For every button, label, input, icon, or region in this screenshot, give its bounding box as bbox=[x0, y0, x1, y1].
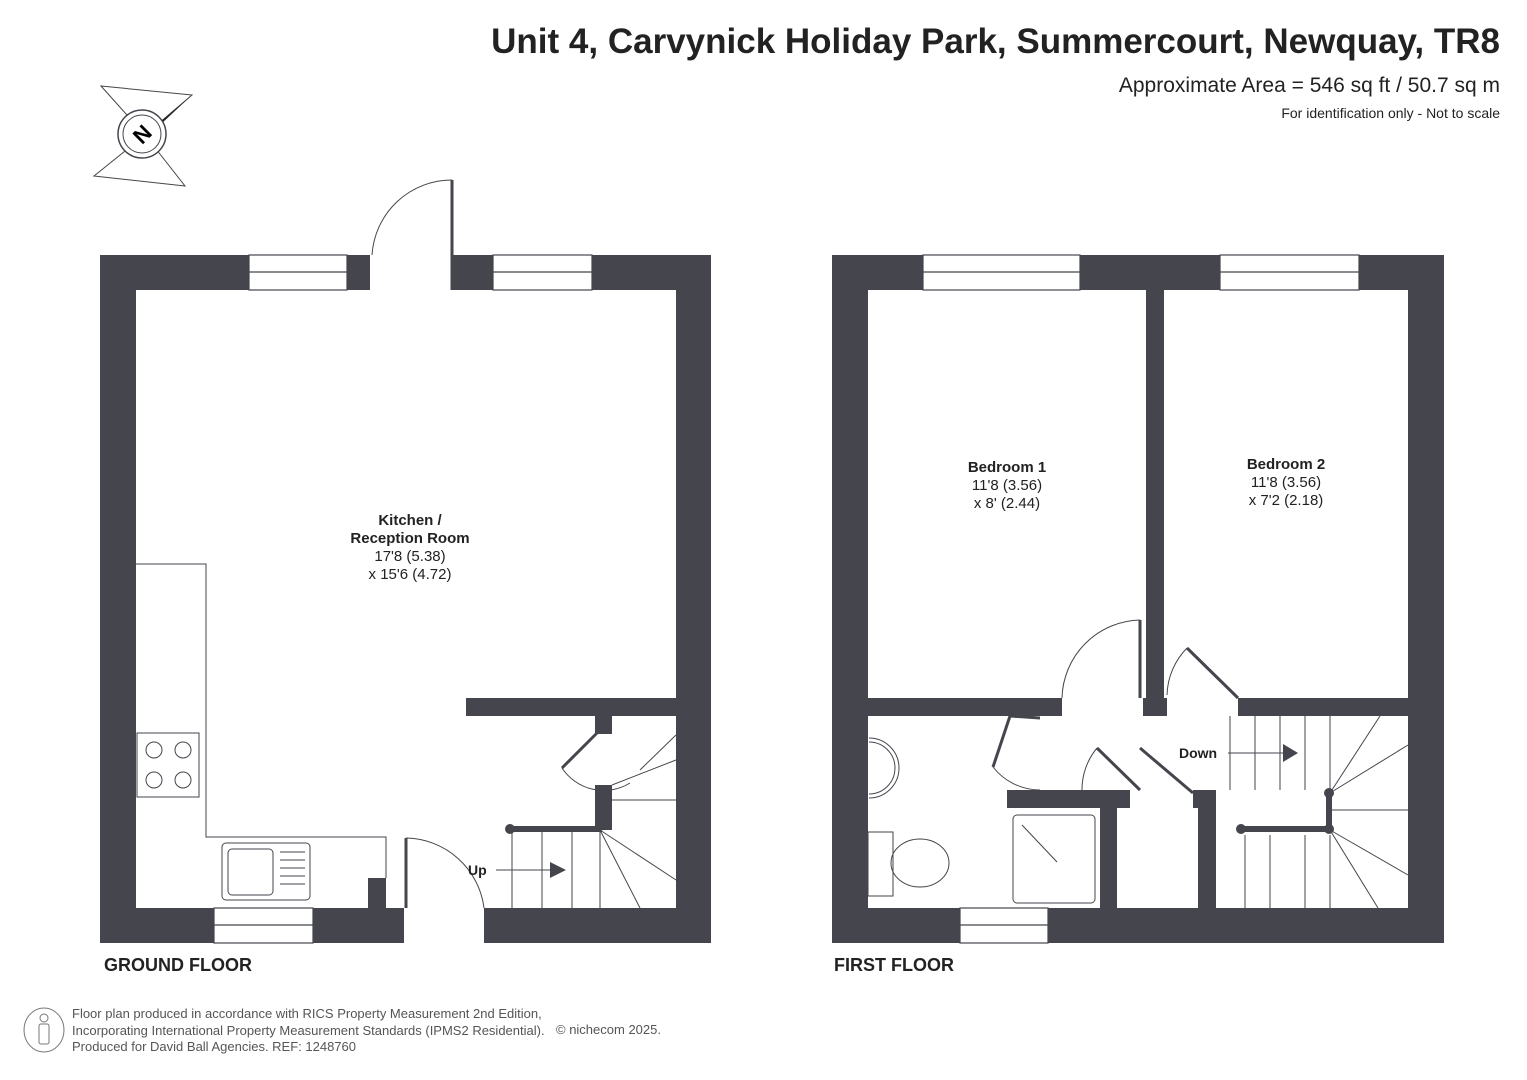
room-bedroom-2: Bedroom 2 11'8 (3.56) x 7'2 (2.18) bbox=[1247, 456, 1325, 510]
room-dimension: 11'8 (3.56) bbox=[1250, 474, 1322, 491]
footer-line: Incorporating International Property Mea… bbox=[72, 1022, 545, 1038]
stair-arrows bbox=[505, 744, 1334, 878]
room-name: Kitchen / bbox=[378, 512, 442, 529]
approximate-area: Approximate Area = 546 sq ft / 50.7 sq m bbox=[1118, 74, 1500, 97]
room-name: Reception Room bbox=[350, 530, 470, 547]
room-name: Bedroom 1 bbox=[967, 459, 1047, 476]
footer-line: Floor plan produced in accordance with R… bbox=[72, 1006, 542, 1021]
fixtures bbox=[136, 563, 1409, 909]
door-openings bbox=[370, 254, 484, 944]
windows bbox=[213, 254, 1360, 944]
copyright: © nichecom 2025. bbox=[556, 1022, 661, 1037]
room-name: Bedroom 2 bbox=[1246, 456, 1326, 473]
compass-icon: N bbox=[92, 85, 194, 187]
room-bedroom-1: Bedroom 1 11'8 (3.56) x 8' (2.44) bbox=[968, 459, 1046, 513]
doors bbox=[371, 179, 1240, 909]
page-title: Unit 4, Carvynick Holiday Park, Summerco… bbox=[491, 22, 1500, 61]
scale-note: For identification only - Not to scale bbox=[1281, 105, 1500, 121]
ground-floor-label: GROUND FLOOR bbox=[104, 955, 252, 975]
footer-line: Produced for David Ball Agencies. REF: 1… bbox=[72, 1039, 357, 1054]
room-dimension: 17'8 (5.38) bbox=[374, 548, 446, 565]
room-dimension: x 15'6 (4.72) bbox=[368, 566, 452, 583]
stairs-down-label: Down bbox=[1179, 745, 1218, 761]
walls bbox=[100, 255, 1444, 943]
stairs-up-label: Up bbox=[468, 862, 487, 878]
room-dimension: x 7'2 (2.18) bbox=[1248, 492, 1324, 509]
footer-text: Floor plan produced in accordance with R… bbox=[72, 1006, 545, 1056]
person-scale-icon bbox=[23, 1007, 65, 1053]
room-kitchen-reception: Kitchen / Reception Room 17'8 (5.38) x 1… bbox=[350, 512, 469, 584]
room-dimension: 11'8 (3.56) bbox=[971, 477, 1043, 494]
room-dimension: x 8' (2.44) bbox=[973, 495, 1041, 512]
first-floor-label: FIRST FLOOR bbox=[834, 955, 954, 975]
